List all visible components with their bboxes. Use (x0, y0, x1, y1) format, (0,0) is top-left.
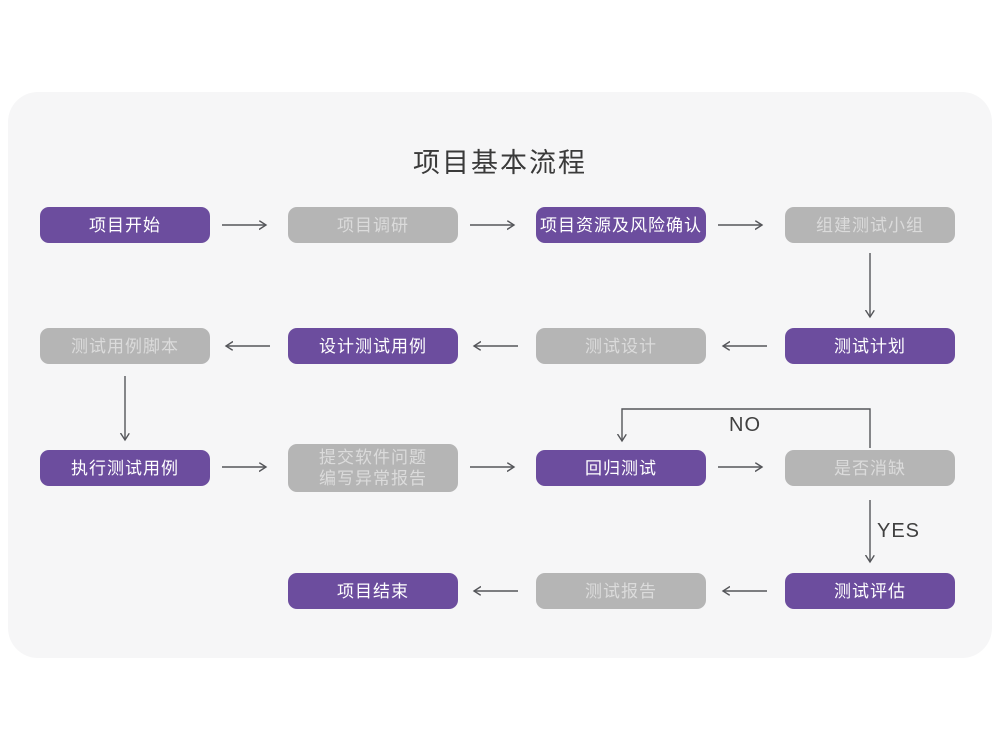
node-project-end: 项目结束 (288, 573, 458, 609)
node-test-report: 测试报告 (536, 573, 706, 609)
node-project-resources-risk: 项目资源及风险确认 (536, 207, 706, 243)
node-build-test-team: 组建测试小组 (785, 207, 955, 243)
arrow-no-loop (622, 408, 871, 448)
no-branch-label: NO (729, 414, 761, 436)
node-submit-issues-report: 提交软件问题 编写异常报告 (288, 444, 458, 492)
node-test-case-scripts: 测试用例脚本 (40, 328, 210, 364)
node-execute-test-cases: 执行测试用例 (40, 450, 210, 486)
node-test-evaluation: 测试评估 (785, 573, 955, 609)
flowchart-card (8, 92, 992, 658)
node-design-test-cases: 设计测试用例 (288, 328, 458, 364)
node-test-design: 测试设计 (536, 328, 706, 364)
diagram-title: 项目基本流程 (413, 148, 587, 178)
node-regression-test: 回归测试 (536, 450, 706, 486)
node-project-research: 项目调研 (288, 207, 458, 243)
node-test-plan: 测试计划 (785, 328, 955, 364)
node-defect-cleared: 是否消缺 (785, 450, 955, 486)
yes-branch-label: YES (877, 520, 921, 542)
node-project-start: 项目开始 (40, 207, 210, 243)
